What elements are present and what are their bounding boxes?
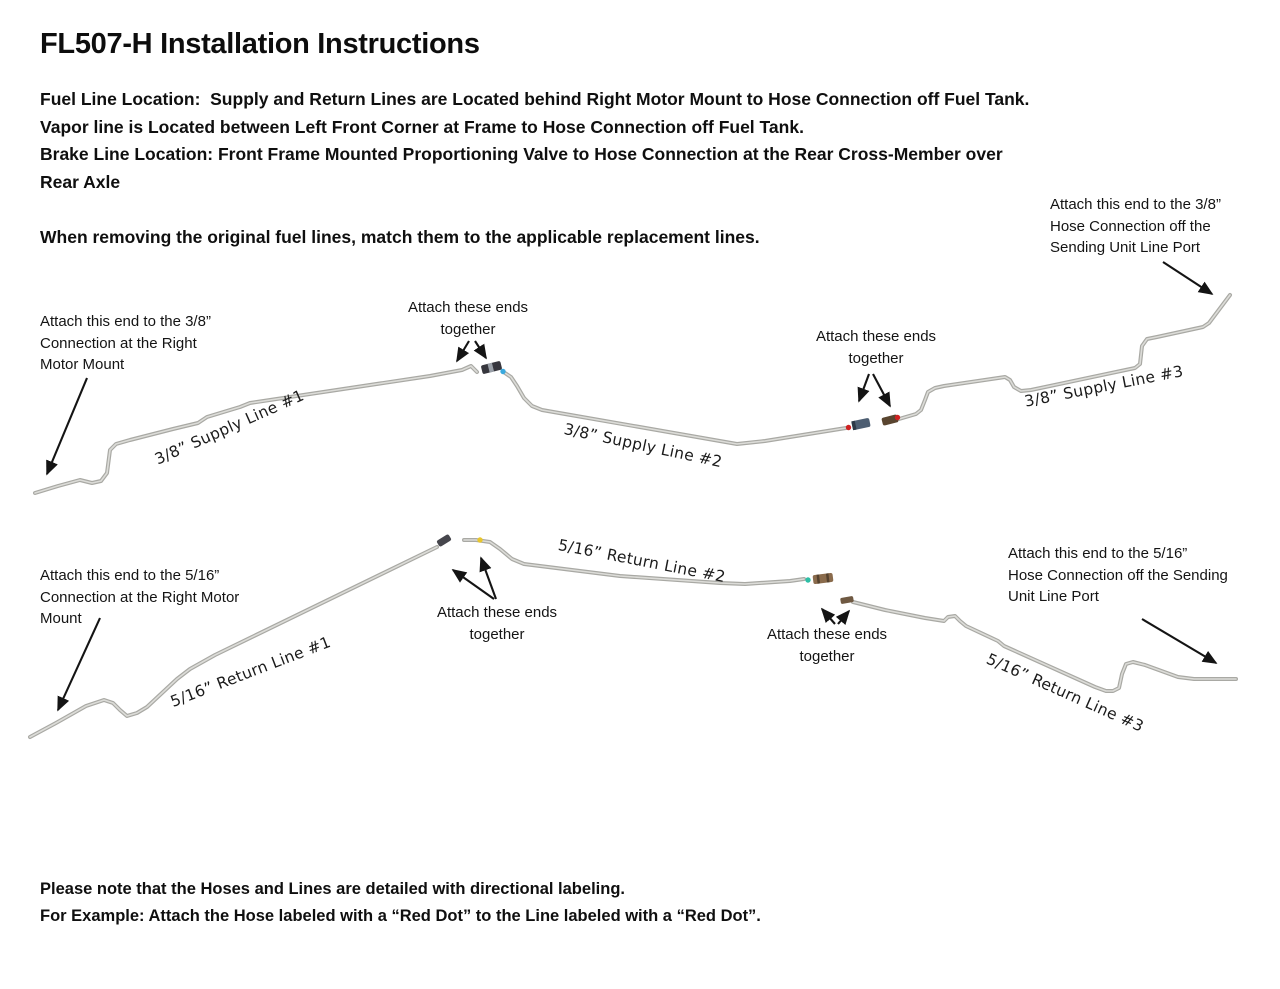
return-line-2 — [462, 538, 806, 586]
fitting-band — [851, 420, 857, 431]
red-dot-marker-line3 — [894, 414, 901, 421]
supply-junction2-left-fitting — [851, 418, 871, 431]
return-line-3-highlight — [852, 601, 1237, 692]
page-title: FL507-H Installation Instructions — [40, 28, 480, 60]
arrow-return-junction1-a — [451, 569, 495, 600]
supply-line-1-path — [33, 364, 479, 495]
return-line-2-highlight — [463, 539, 805, 585]
supply-attach-left-note: Attach this end to the 3/8” Connection a… — [40, 313, 211, 373]
arrow-supply-junction2-b — [872, 373, 891, 408]
fitting-body — [436, 534, 452, 547]
supply-junction2-note: Attach these ends together — [815, 328, 937, 367]
arrow-supply-right — [1162, 261, 1214, 295]
arrow-return-junction2-b — [835, 609, 851, 626]
fitting-band — [825, 573, 830, 583]
fitting-body — [881, 414, 899, 426]
return-line-1-highlight — [29, 546, 438, 738]
green-dot-marker — [805, 577, 811, 583]
supply-attach-right-note: Attach this end to the 3/8” Hose Connect… — [1050, 196, 1221, 256]
return-junction2-note: Attach these ends together — [766, 626, 888, 665]
arrow-return-junction2-a — [820, 607, 836, 625]
supply-junction1-fitting — [481, 361, 502, 374]
vapor-line-location-text: Vapor line is Located between Left Front… — [40, 116, 804, 137]
return-line1-end-fitting — [436, 534, 452, 547]
removal-note: When removing the original fuel lines, m… — [40, 227, 760, 247]
fitting-band — [816, 574, 821, 584]
supply-line-3 — [897, 293, 1232, 421]
supply-line-1 — [33, 364, 479, 495]
footer-line2: For Example: Attach the Hose labeled wit… — [40, 906, 761, 925]
arrow-supply-left — [46, 377, 88, 476]
return-junction2-right-fitting — [840, 596, 854, 604]
red-dot-marker-line2 — [845, 424, 852, 431]
return-junction2-left-fitting — [812, 573, 834, 584]
arrow-supply-junction2-a — [857, 373, 870, 403]
supply-line-3-highlight — [898, 294, 1231, 420]
rear-axle-text: Rear Axle — [40, 171, 121, 192]
return-attach-left-note: Attach this end to the 5/16” Connection … — [40, 567, 240, 627]
arrow-return-junction1-b — [479, 556, 497, 600]
supply-junction1-note: Attach these ends together — [407, 299, 529, 338]
footer-line1: Please note that the Hoses and Lines are… — [40, 880, 625, 898]
return-junction1-note: Attach these ends together — [436, 604, 558, 643]
annotation-arrows — [46, 261, 1218, 712]
fitting-band — [487, 362, 495, 373]
return-line-3 — [851, 600, 1238, 693]
return-attach-right-note: Attach this end to the 5/16” Hose Connec… — [1008, 545, 1228, 605]
fitting-body — [851, 418, 871, 430]
arrow-return-left — [57, 617, 101, 712]
arrow-return-right — [1141, 618, 1218, 664]
brake-line-location-text: Brake Line Location: Front Frame Mounted… — [40, 144, 1003, 164]
location-paragraph: Fuel Line Location: Supply and Return Li… — [40, 86, 1029, 196]
fuel-line-location-text: Fuel Line Location: Supply and Return Li… — [40, 89, 1030, 109]
supply-junction2-right-fitting — [881, 414, 899, 426]
fitting-body — [812, 573, 834, 584]
supply-line-1-highlight — [34, 365, 478, 494]
fitting-body — [840, 596, 854, 604]
return-line-1 — [28, 545, 439, 739]
supply-line-2 — [503, 371, 848, 446]
arrow-supply-junction1-b — [473, 340, 487, 360]
footer-note: Please note that the Hoses and Lines are… — [40, 876, 761, 929]
yellow-dot-marker — [477, 537, 483, 543]
supply-line-2-highlight — [504, 372, 847, 445]
arrow-supply-junction1-a — [456, 340, 470, 363]
blue-dot-marker — [500, 368, 506, 375]
